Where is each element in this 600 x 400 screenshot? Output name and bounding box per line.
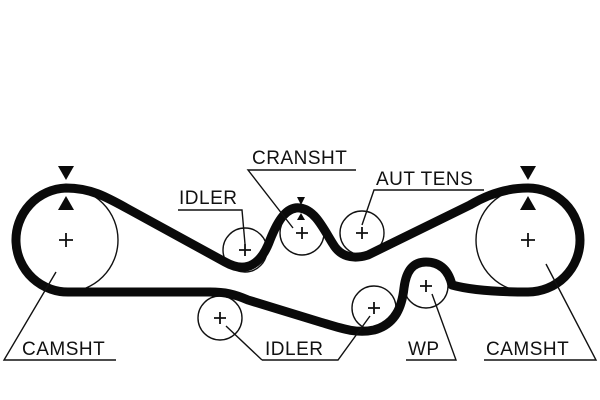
right-camshaft-leader bbox=[484, 263, 598, 361]
plus-icon bbox=[296, 227, 308, 239]
plus-icon bbox=[239, 244, 251, 256]
crankshaft-leader bbox=[246, 169, 356, 229]
timing-belt bbox=[11, 183, 585, 336]
lower-idler-leader-left bbox=[225, 325, 263, 361]
triangle-icon bbox=[297, 197, 305, 205]
plus-icon bbox=[420, 280, 432, 292]
crankshaft-label: CRANSHT bbox=[252, 148, 347, 169]
triangle-icon bbox=[297, 213, 305, 220]
water-pump-leader bbox=[406, 293, 457, 361]
plus-icon bbox=[214, 312, 226, 324]
plus-icon bbox=[59, 233, 73, 247]
left-camshaft-leader bbox=[2, 271, 116, 361]
water-pump-label: WP bbox=[408, 339, 440, 360]
triangle-icon bbox=[58, 166, 74, 180]
triangle-icon bbox=[520, 196, 536, 210]
triangle-icon bbox=[520, 166, 536, 180]
pulley-centers bbox=[59, 227, 535, 324]
labels: CRANSHT AUT TENS IDLER CAMSHT IDLER WP C… bbox=[22, 148, 569, 360]
upper-idler-label: IDLER bbox=[179, 188, 237, 209]
timing-marks bbox=[58, 166, 536, 220]
auto-tensioner-leader bbox=[361, 189, 484, 226]
plus-icon bbox=[521, 233, 535, 247]
upper-idler-leader bbox=[178, 209, 246, 245]
plus-icon bbox=[368, 302, 380, 314]
left-camshaft-label: CAMSHT bbox=[22, 339, 105, 360]
triangle-icon bbox=[58, 196, 74, 210]
lower-idler-leader-right bbox=[262, 315, 371, 361]
lower-idler-label: IDLER bbox=[265, 339, 323, 360]
plus-icon bbox=[356, 227, 368, 239]
auto-tensioner-label: AUT TENS bbox=[376, 169, 473, 190]
leader-lines bbox=[2, 169, 598, 361]
right-camshaft-label: CAMSHT bbox=[486, 339, 569, 360]
